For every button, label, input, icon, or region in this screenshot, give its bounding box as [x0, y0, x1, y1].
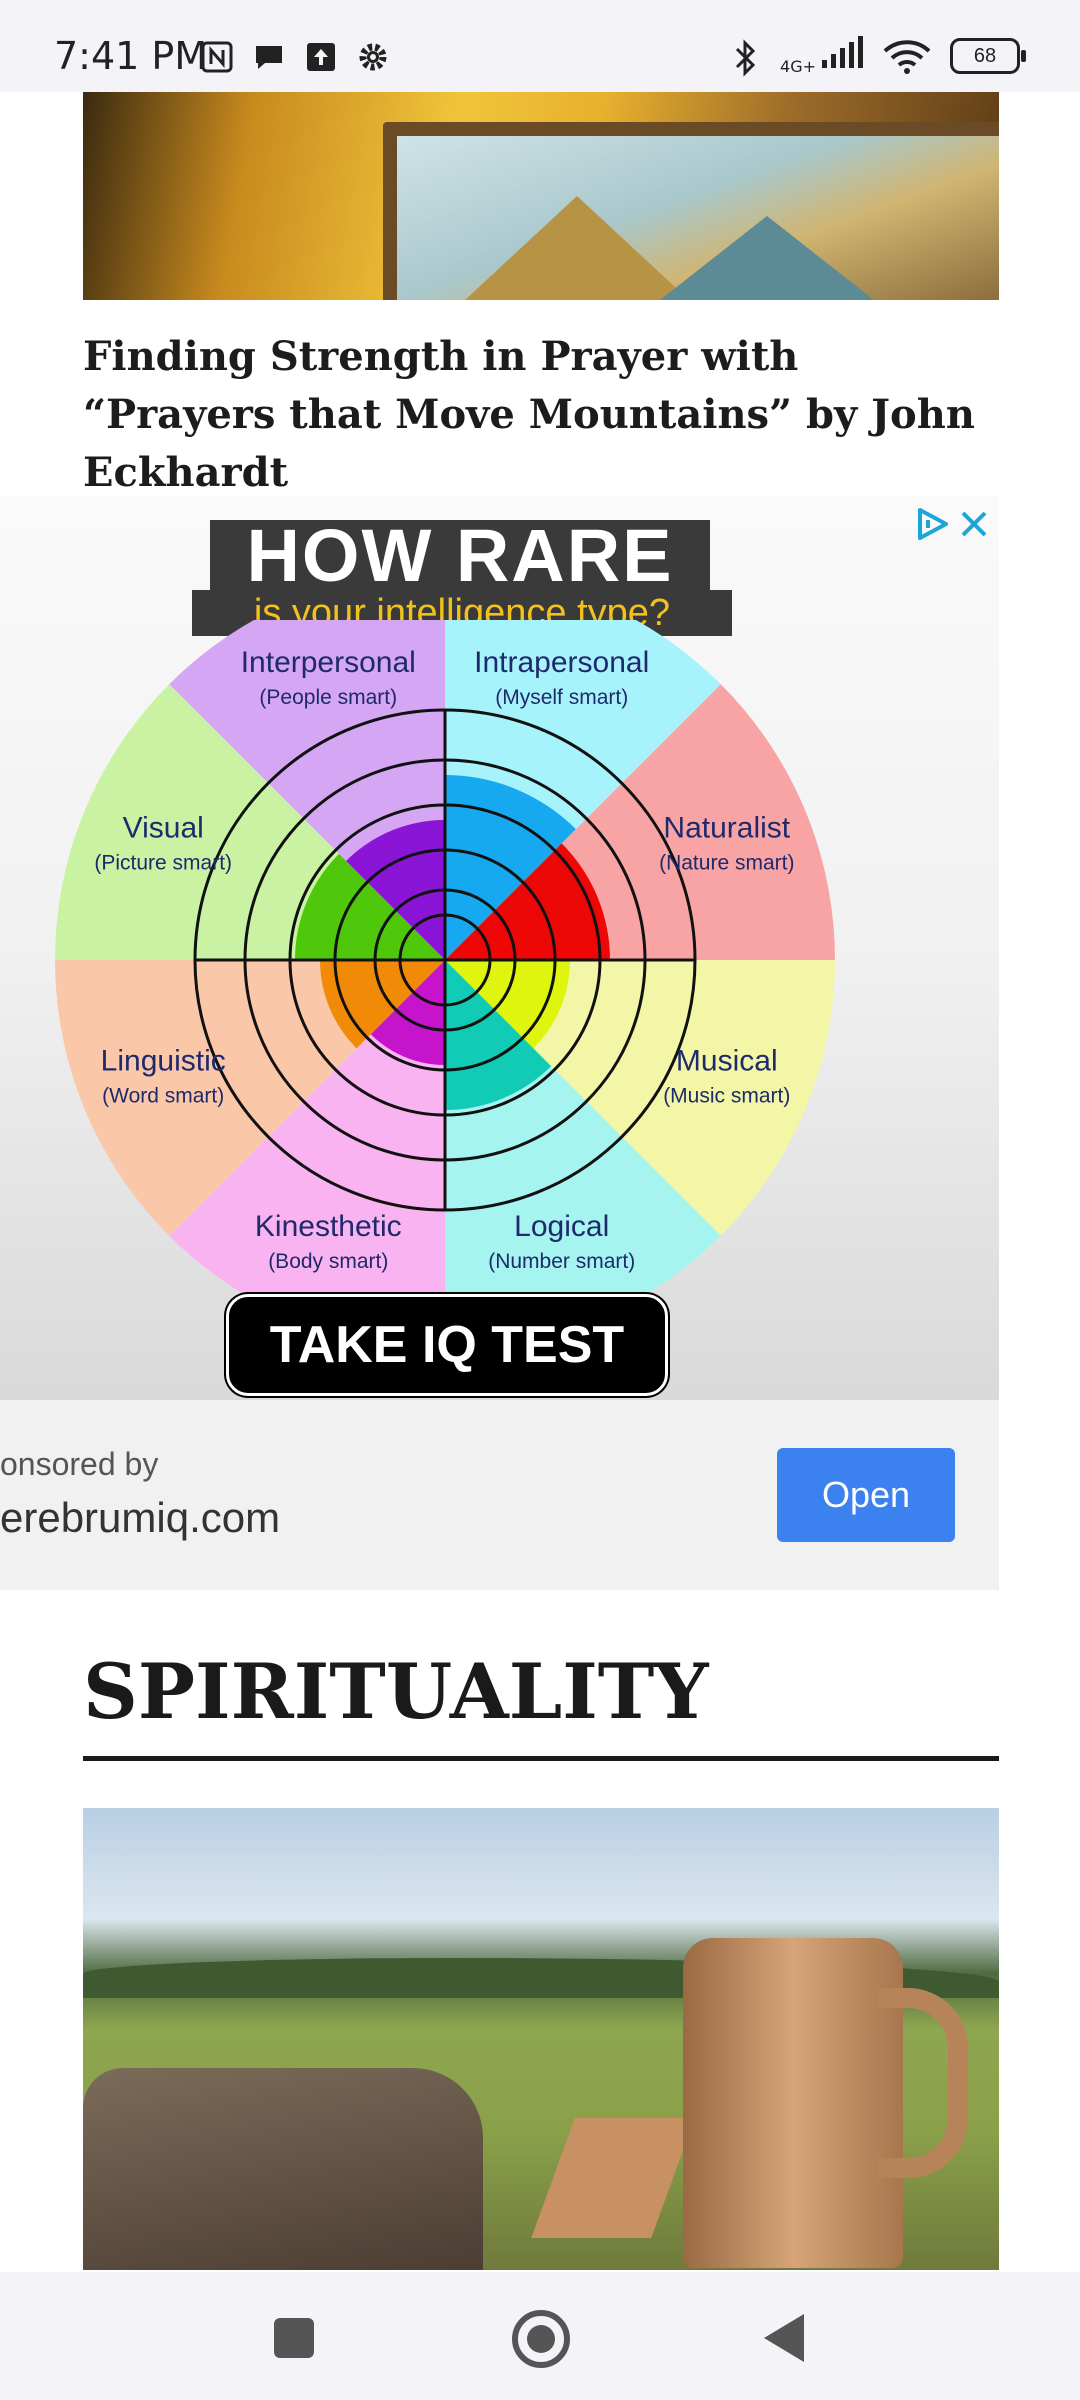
take-iq-test-button[interactable]: TAKE IQ TEST: [226, 1294, 668, 1396]
signal-icon: [820, 36, 864, 75]
article-thumbnail-image[interactable]: [83, 92, 999, 300]
status-bar: 7:41 PM 4G+ 68: [0, 0, 1080, 92]
network-type: 4G+: [780, 57, 816, 76]
wifi-icon: [882, 39, 932, 74]
wheel-label-kinesthetic: Kinesthetic: [255, 1210, 402, 1243]
advertiser-domain[interactable]: erebrumiq.com: [0, 1494, 281, 1541]
back-button[interactable]: [756, 2308, 816, 2368]
settings-icon: [356, 40, 390, 74]
wheel-label-interpersonal: Interpersonal: [241, 646, 416, 679]
wheel-label-logical: Logical: [514, 1210, 609, 1243]
wheel-label-linguistic: Linguistic: [101, 1045, 226, 1078]
wheel-label-visual: Visual: [123, 811, 204, 844]
wheel-sublabel-intrapersonal: (Myself smart): [495, 686, 628, 709]
status-time: 7:41 PM: [54, 34, 208, 78]
battery-icon: 68: [950, 37, 1026, 74]
wheel-inner-musical: [445, 960, 570, 1049]
square-icon: [274, 2318, 314, 2358]
ad-close-icon[interactable]: [956, 506, 992, 542]
wheel-sublabel-kinesthetic: (Body smart): [268, 1250, 388, 1273]
sponsored-label: onsored by: [0, 1446, 159, 1482]
wheel-label-musical: Musical: [676, 1045, 778, 1078]
intelligence-wheel-graphic: Interpersonal (People smart) Intrapersonal…: [54, 620, 835, 1300]
nfc-icon: [200, 40, 234, 74]
home-button[interactable]: [510, 2308, 570, 2368]
wheel-inner-kinesthetic: [370, 960, 445, 1065]
ad-headline: HOW RARE: [210, 519, 710, 593]
adchoices-icon[interactable]: [914, 506, 950, 542]
article-headline-link[interactable]: Finding Strength in Prayer with “Prayers…: [83, 333, 975, 496]
section-divider: [83, 1756, 999, 1761]
bluetooth-icon: [728, 38, 762, 77]
wheel-sublabel-naturalist: (Nature smart): [659, 851, 794, 874]
wheel-sublabel-logical: (Number smart): [488, 1250, 635, 1273]
wheel-inner-intrapersonal: [445, 775, 576, 960]
wheel-label-intrapersonal: Intrapersonal: [474, 646, 649, 679]
wheel-sublabel-musical: (Music smart): [663, 1085, 790, 1108]
wheel-inner-interpersonal: [346, 820, 445, 960]
painting-frame: [383, 122, 999, 300]
home-circle-icon: [512, 2310, 570, 2368]
wheel-sublabel-visual: (Picture smart): [94, 851, 232, 874]
recents-button[interactable]: [264, 2308, 324, 2368]
wheel-sublabel-interpersonal: (People smart): [259, 686, 397, 709]
chat-icon: [252, 40, 286, 74]
upload-icon: [304, 40, 338, 74]
ad-open-button[interactable]: Open: [777, 1448, 955, 1542]
wheel-inner-linguistic: [320, 960, 445, 1049]
wheel-sublabel-linguistic: (Word smart): [102, 1085, 224, 1108]
section-title: SPIRITUALITY: [83, 1647, 709, 1736]
article-image[interactable]: [83, 1808, 999, 2270]
wheel-label-naturalist: Naturalist: [663, 811, 790, 844]
wheel-inner-naturalist: [445, 843, 610, 960]
back-triangle-icon: [764, 2314, 804, 2362]
